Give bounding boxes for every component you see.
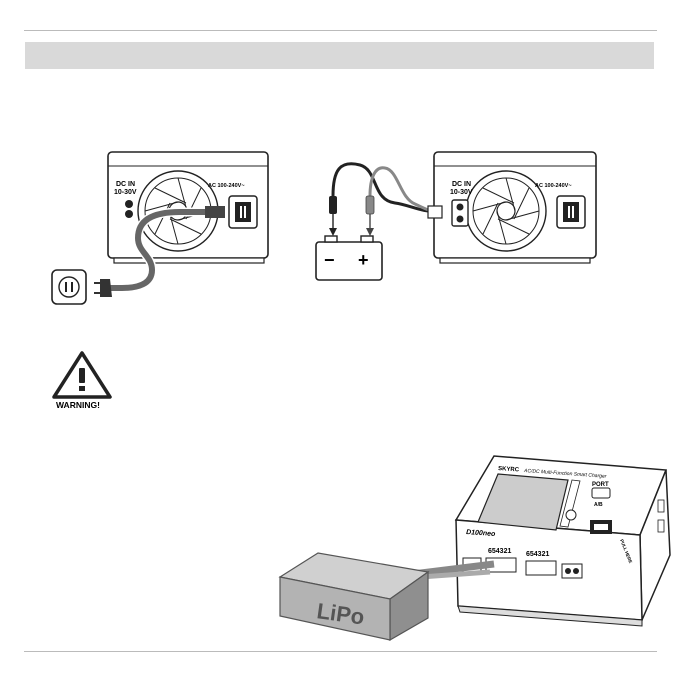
dc-in-label: DC IN bbox=[452, 181, 471, 188]
dc-input-cable bbox=[333, 164, 442, 218]
port-ab-label: A/B bbox=[594, 502, 603, 508]
ac-socket bbox=[557, 196, 585, 228]
cooling-fan bbox=[466, 171, 546, 251]
dc-voltage-label: 10-30V bbox=[450, 189, 473, 196]
ac-socket bbox=[229, 196, 257, 228]
wall-outlet-icon bbox=[52, 270, 86, 304]
charger-front: PORT A/B SKYRC AC/DC Multi-Function Smar… bbox=[456, 456, 670, 626]
dc-terminal-block bbox=[452, 200, 468, 226]
ac-input-label: AC 100-240V~ bbox=[535, 183, 572, 189]
balance-label-a: 654321 bbox=[488, 548, 511, 555]
battery-minus-sign: − bbox=[324, 250, 335, 270]
port-label: PORT bbox=[592, 482, 609, 488]
crocodile-clip-black bbox=[329, 196, 337, 236]
dc-in-label: DC IN bbox=[116, 181, 135, 188]
charger-rear-right: DC IN 10-30V AC 100-240V~ bbox=[434, 152, 596, 263]
dc-voltage-label: 10-30V bbox=[114, 189, 137, 196]
crocodile-clip-gray bbox=[366, 196, 374, 236]
warning-icon: WARNING! bbox=[54, 353, 110, 410]
warning-label: WARNING! bbox=[56, 400, 100, 410]
ac-input-label: AC 100-240V~ bbox=[208, 183, 245, 189]
balance-label-b: 654321 bbox=[526, 551, 549, 558]
car-battery-icon: − + bbox=[316, 236, 382, 280]
battery-plus-sign: + bbox=[358, 250, 369, 270]
